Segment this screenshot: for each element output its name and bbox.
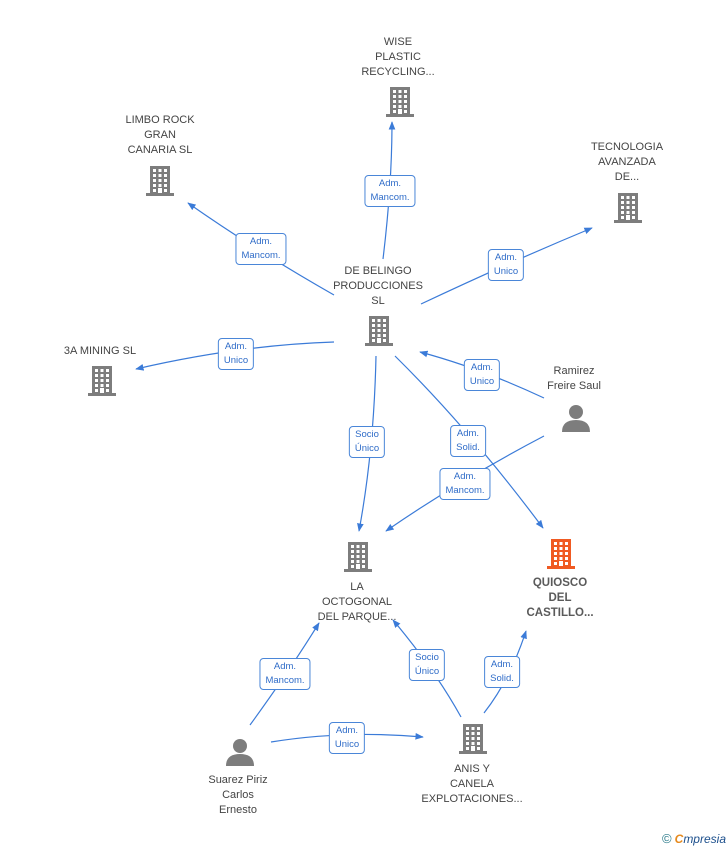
node-label-line: PLASTIC [375,51,421,63]
building-icon-mining[interactable] [88,366,116,396]
person-icon-ramirez[interactable] [562,405,590,432]
node-label-line: DEL PARQUE... [317,611,397,623]
edge-label-line: Solid. [456,442,480,453]
edge-label-line: Mancom. [241,250,281,261]
edge-label-line: Unico [223,355,249,366]
node-label-line: CANARIA SL [127,144,193,156]
node-label-line: DE... [614,171,640,183]
edge-label-line: Adm. [249,236,273,247]
edge-label-line: Adm. [490,659,514,670]
node-label-octogonal[interactable]: LA OCTOGONAL DEL PARQUE... [318,580,397,625]
edge-label-ramirez-to-octogonal[interactable]: Adm. Mancom. [439,468,491,500]
edge-label-belingo-to-mining[interactable]: Adm. Unico [217,338,255,370]
node-label-line: RECYCLING... [361,66,435,78]
edge-label-line: Mancom. [370,192,410,203]
node-label-line: DEL [548,592,572,604]
node-label-line: LIMBO ROCK [125,114,195,126]
node-label-line: CASTILLO... [526,607,594,619]
edge-label-belingo-to-limbo[interactable]: Adm. Mancom. [235,233,287,265]
building-icon-limbo[interactable] [146,166,174,196]
node-label-line: TECNOLOGIA [590,141,664,153]
node-label-line: Ernesto [219,804,257,816]
brand-name: mpresia [683,832,726,846]
edge-label-line: Unico [334,739,360,750]
node-label-line: Suarez Piriz [208,774,268,786]
node-label-tecnologia[interactable]: TECNOLOGIA AVANZADA DE... [591,140,663,185]
edge-label-line: Unico [493,266,519,277]
building-icon-octogonal[interactable] [344,542,372,572]
edge-label-line: Solid. [490,673,514,684]
edge-label-line: Mancom. [445,485,485,496]
building-icon-belingo[interactable] [365,316,393,346]
node-label-line: PRODUCCIONES [333,280,423,292]
edge-label-anis-to-quiosco[interactable]: Adm. Solid. [484,656,520,688]
edge-label-line: Adm. [273,661,297,672]
node-label-line: Freire Saul [547,380,601,392]
edge-label-line: Adm. [494,252,518,263]
edge-label-line: Unico [469,376,495,387]
node-label-mining[interactable]: 3A MINING SL [64,344,136,359]
edge-label-line: Mancom. [265,675,305,686]
edge-label-suarez-to-anis[interactable]: Adm. Unico [328,722,366,754]
node-label-line: SL [371,295,385,307]
building-icon-quiosco[interactable] [547,539,575,569]
footer-brand[interactable]: ©Cmpresia [662,831,726,846]
edge-label-line: Único [414,666,440,677]
edge-label-line: Socio [355,429,379,440]
node-label-line: QUIOSCO [532,577,588,589]
building-icon-anis[interactable] [459,724,487,754]
copyright-icon: © [662,831,672,846]
node-label-line: Ramirez [553,365,595,377]
node-label-anis[interactable]: ANIS Y CANELA EXPLOTACIONES... [421,762,522,807]
person-icon-suarez[interactable] [226,739,254,766]
brand-initial: C [674,832,684,846]
edge-label-line: Adm. [224,341,248,352]
node-label-wise[interactable]: WISE PLASTIC RECYCLING... [361,35,434,80]
building-icon-wise[interactable] [386,87,414,117]
edge-label-suarez-to-octogonal[interactable]: Adm. Mancom. [259,658,311,690]
edge-label-belingo-to-quiosco[interactable]: Adm. Solid. [450,425,486,457]
edge-label-line: Adm. [456,428,480,439]
node-label-line: GRAN [144,129,176,141]
building-icon-tecnologia[interactable] [614,193,642,223]
node-label-limbo[interactable]: LIMBO ROCK GRAN CANARIA SL [125,113,194,158]
edge-label-ramirez-to-belingo[interactable]: Adm. Unico [463,359,501,391]
node-label-line: DE BELINGO [344,265,412,277]
node-label-line: OCTOGONAL [321,596,393,608]
edge-label-line: Adm. [378,178,402,189]
node-label-line: ANIS Y [454,763,490,775]
node-label-line: CANELA [449,778,495,790]
node-label-line: WISE [383,36,413,48]
node-label-belingo[interactable]: DE BELINGO PRODUCCIONES SL [333,264,423,309]
edge-label-belingo-to-wise[interactable]: Adm. Mancom. [364,175,416,207]
node-label-line: 3A MINING SL [63,345,137,357]
edge-label-line: Adm. [453,471,477,482]
edge-label-line: Adm. [470,362,494,373]
edge-label-line: Adm. [335,725,359,736]
edge-label-belingo-to-tecnologia[interactable]: Adm. Unico [487,249,525,281]
node-label-quiosco[interactable]: QUIOSCO DEL CASTILLO... [526,576,593,621]
node-label-line: AVANZADA [598,156,656,168]
edge-label-line: Socio [415,652,439,663]
node-label-line: Carlos [222,789,254,801]
node-label-line: LA [350,581,364,593]
edge-label-line: Único [354,443,380,454]
node-label-line: EXPLOTACIONES... [421,793,523,805]
